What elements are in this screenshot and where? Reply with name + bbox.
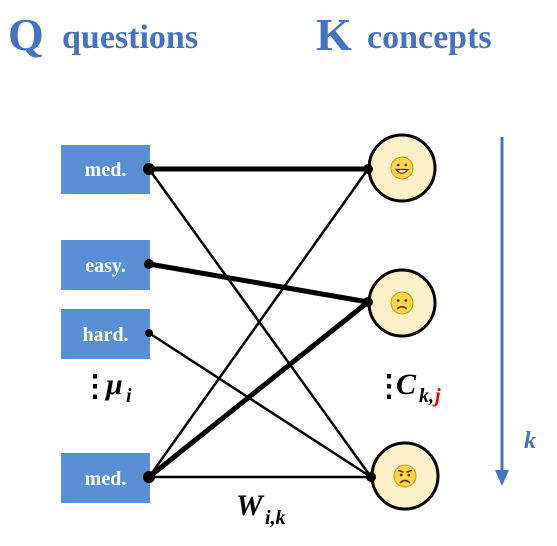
questions-header: Q questions (8, 9, 198, 60)
question-label: hard. (82, 324, 128, 346)
question-port-dot (143, 471, 155, 483)
concept-port-dot (363, 297, 373, 307)
c-subscript-j: j (432, 385, 441, 407)
c-subscript-k: k, (419, 385, 434, 407)
w-subscript: i,k (265, 507, 286, 529)
concept-node[interactable] (367, 268, 437, 338)
question-label: med. (85, 159, 127, 181)
questions-vdots: ⋮ (80, 370, 110, 403)
concept-node[interactable] (370, 441, 440, 511)
concepts-header: K concepts (316, 9, 492, 60)
question-node[interactable]: med. (61, 453, 150, 503)
question-node[interactable]: hard. (61, 309, 150, 359)
concept-port-dot (363, 164, 373, 174)
question-label: easy. (85, 255, 126, 277)
concept-node[interactable] (367, 133, 437, 203)
question-box (61, 145, 150, 194)
edge-q3-c0 (147, 167, 370, 479)
mu-subscript: i (126, 385, 132, 407)
w-symbol: W (236, 489, 265, 522)
k-axis-label: k (524, 428, 536, 454)
question-port-dot (143, 163, 155, 175)
edges (146, 166, 373, 480)
concept-port-dot (366, 472, 376, 482)
k-axis-arrow (495, 137, 509, 486)
question-node[interactable]: easy. (61, 240, 150, 290)
edge-q1-c1 (146, 261, 371, 305)
concepts-vdots: ⋮ (374, 370, 404, 403)
question-box (61, 309, 150, 359)
question-label: med. (85, 468, 127, 490)
edge-q3-c1 (146, 299, 371, 480)
mu-symbol: μ (104, 368, 123, 401)
questions-word: questions (62, 19, 198, 56)
concepts-word: concepts (367, 19, 492, 56)
concepts-symbol: K (316, 9, 352, 60)
c-symbol: C (396, 368, 417, 401)
question-port-dot (144, 259, 154, 269)
question-node[interactable]: med. (61, 145, 150, 194)
question-port-dot (145, 329, 153, 337)
grinning-face-icon (390, 156, 414, 180)
edge-q2-c2 (147, 331, 373, 479)
frowning-face-icon (390, 291, 414, 315)
question-box (61, 240, 150, 290)
question-box (61, 453, 150, 503)
questions-symbol: Q (8, 9, 44, 60)
worried-face-icon (393, 464, 417, 488)
